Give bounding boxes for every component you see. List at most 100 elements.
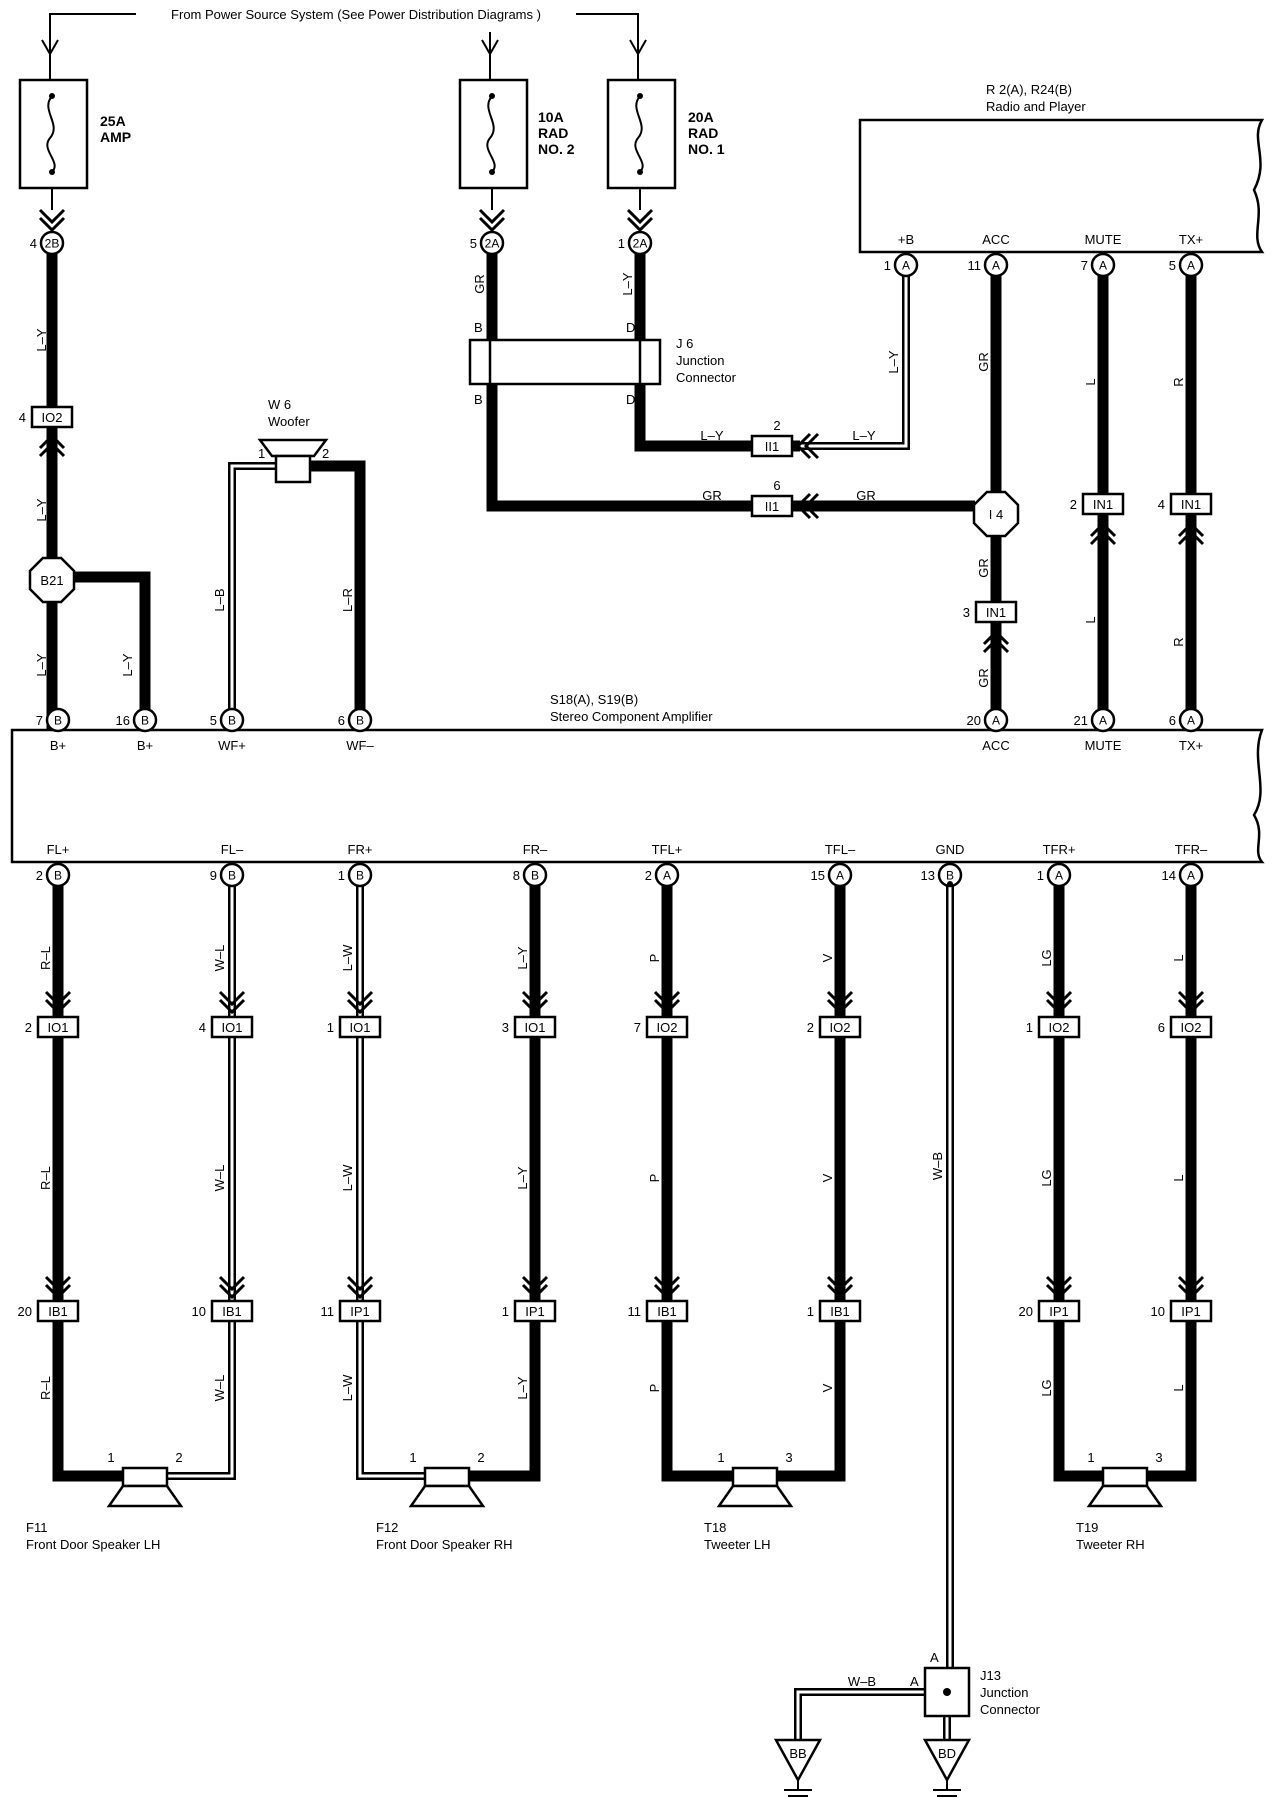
radio-and-player: R 2(A), R24(B) Radio and Player [858, 82, 1265, 254]
ii1-6-arrow [795, 492, 812, 520]
bottom-arrow-b-4 [653, 1283, 681, 1300]
wire-label-bottom-a-0: R–L [38, 946, 53, 970]
wire-label-amp-3: L–Y [34, 653, 49, 676]
ground-bb-label: BB [789, 1746, 806, 1761]
pin-2a-rad2-conn: 2A [485, 237, 500, 251]
amp-top-pin-0 [45, 707, 71, 733]
woofer-pin-right: 2 [322, 446, 329, 461]
conn-ii1-2-num: 2 [773, 418, 780, 433]
conn-ii1-6-code: II1 [765, 499, 779, 514]
in1-2-arrow-b [1089, 529, 1117, 546]
power-source: From Power Source System (See Power Dist… [41, 7, 647, 57]
wire-label-bottom-a-5: V [820, 953, 835, 962]
speaker-2-title-2: Tweeter LH [704, 1537, 770, 1552]
fuse-25a-line1: 25A [100, 113, 126, 129]
j13-pin-side: A [910, 1674, 919, 1689]
wire-speaker-3-r [1145, 1322, 1197, 1482]
conn-mid-7-num: 1 [1026, 1020, 1033, 1035]
radio-pin-3-num: 5 [1169, 258, 1176, 273]
wire-label-rad2: GR [472, 274, 487, 294]
pin-2b-conn: 2B [45, 237, 60, 251]
speaker-1-title-2: Front Door Speaker RH [376, 1537, 513, 1552]
wire-label-bottom-b-8: L [1171, 1174, 1186, 1181]
amp-top-pin-3 [347, 707, 373, 733]
speaker-icon-1 [423, 1466, 471, 1488]
j6-title-line1: J 6 [676, 336, 693, 351]
radio-pin-3-conn: A [1187, 259, 1195, 273]
amp-bottom-pin-5 [827, 862, 853, 888]
conn-mid-4-code: IO2 [657, 1020, 678, 1035]
radio-terminal-1: ACC [982, 232, 1009, 247]
wire-rad1-ly [634, 235, 760, 452]
wire-speaker-0-l [52, 1322, 125, 1482]
woofer-title-line1: W 6 [268, 397, 291, 412]
amp-top-pin-5-num: 21 [1074, 713, 1088, 728]
fuse-25a-amp: 25A AMP [18, 52, 131, 210]
conn-low-5 [818, 1299, 862, 1323]
fuse-25a-arrow [38, 216, 66, 233]
speaker-0-pin-left: 1 [107, 1450, 114, 1465]
wire-speaker-3-l [1053, 1322, 1105, 1482]
fuse-20a-rad1: 20A RAD NO. 1 [606, 52, 725, 210]
conn-mid-5-num: 2 [807, 1020, 814, 1035]
wire-label-bottom-c-7: LG [1039, 1379, 1054, 1396]
woofer-pin-left: 1 [258, 446, 265, 461]
conn-in1-3-code: IN1 [986, 605, 1006, 620]
conn-low-1 [210, 1299, 254, 1323]
wire-label-bottom-b-7: LG [1039, 1169, 1054, 1186]
speaker-3-title-2: Tweeter RH [1076, 1537, 1145, 1552]
speaker-icon-3 [1101, 1466, 1149, 1488]
amp-bottom-pin-1 [219, 862, 245, 888]
wire-label-mute-2: L [1083, 616, 1098, 623]
bottom-arrow-a-5-b [826, 990, 854, 1007]
speaker-3-pin-left: 1 [1087, 1450, 1094, 1465]
wire-label-woofer-right: L–R [340, 588, 355, 612]
speaker-1-title-1: F12 [376, 1520, 398, 1535]
wire-label-ii1-2-right: L–Y [852, 428, 875, 443]
speaker-2-pin-left: 1 [717, 1450, 724, 1465]
amp-bottom-terminal-6: GND [936, 842, 965, 857]
wire-label-radio-bplus: L–Y [886, 350, 901, 373]
conn-mid-3-code: IO1 [525, 1020, 546, 1035]
wire-label-ii1-2-left: L–Y [700, 428, 723, 443]
io2-top-arrow-b [38, 441, 66, 458]
conn-mid-3-num: 3 [502, 1020, 509, 1035]
amp-bottom-pin-4-conn: A [663, 869, 671, 883]
amp-bottom-terminal-5: TFL– [825, 842, 856, 857]
i4-junction [972, 490, 1020, 538]
wire-label-bottom-a-4: P [647, 954, 662, 963]
conn-io2-top-code: IO2 [42, 410, 63, 425]
amp-top-pin-3-num: 6 [338, 713, 345, 728]
j6-pin-b-bottom: B [474, 392, 483, 407]
amp-bottom-pin-2 [347, 862, 373, 888]
wire-speaker-1-r [467, 1322, 541, 1482]
j6-title-line3: Connector [676, 370, 737, 385]
conn-ii1-2-code: II1 [765, 439, 779, 454]
amp-top-pin-5 [1090, 707, 1116, 733]
amp-bottom-pin-7 [1046, 862, 1072, 888]
speaker-0-title-2: Front Door Speaker LH [26, 1537, 160, 1552]
fuse-20a-arrow-b [626, 208, 654, 225]
conn-mid-0-code: IO1 [48, 1020, 69, 1035]
speaker-0-title-1: F11 [26, 1520, 47, 1535]
wire-woofer-left [228, 462, 276, 720]
amp-top-pin-1 [132, 707, 158, 733]
wire-j13-branch [794, 1688, 925, 1740]
wire-speaker-0-r-core [165, 1322, 234, 1478]
radio-pin-0 [893, 252, 919, 278]
amp-bottom-pin-2-conn: B [356, 869, 364, 883]
fuse-20a-line2: RAD [688, 125, 718, 141]
wire-label-acc-gr-2: GR [976, 668, 991, 688]
ii1-2-arrow-b [803, 432, 820, 460]
bottom-arrow-b-8-b [1177, 1275, 1205, 1292]
amp-bottom-pin-3 [522, 862, 548, 888]
ground-bb [773, 1738, 823, 1783]
bottom-arrow-a-1 [218, 998, 246, 1015]
conn-in1-4 [1169, 492, 1213, 516]
in1-2-arrow [1089, 521, 1117, 538]
bottom-arrow-a-5 [826, 998, 854, 1015]
pin-2a-rad1-num: 1 [618, 236, 625, 251]
amp-top-pin-4 [983, 707, 1009, 733]
wire-speaker-1-l [356, 1322, 427, 1480]
